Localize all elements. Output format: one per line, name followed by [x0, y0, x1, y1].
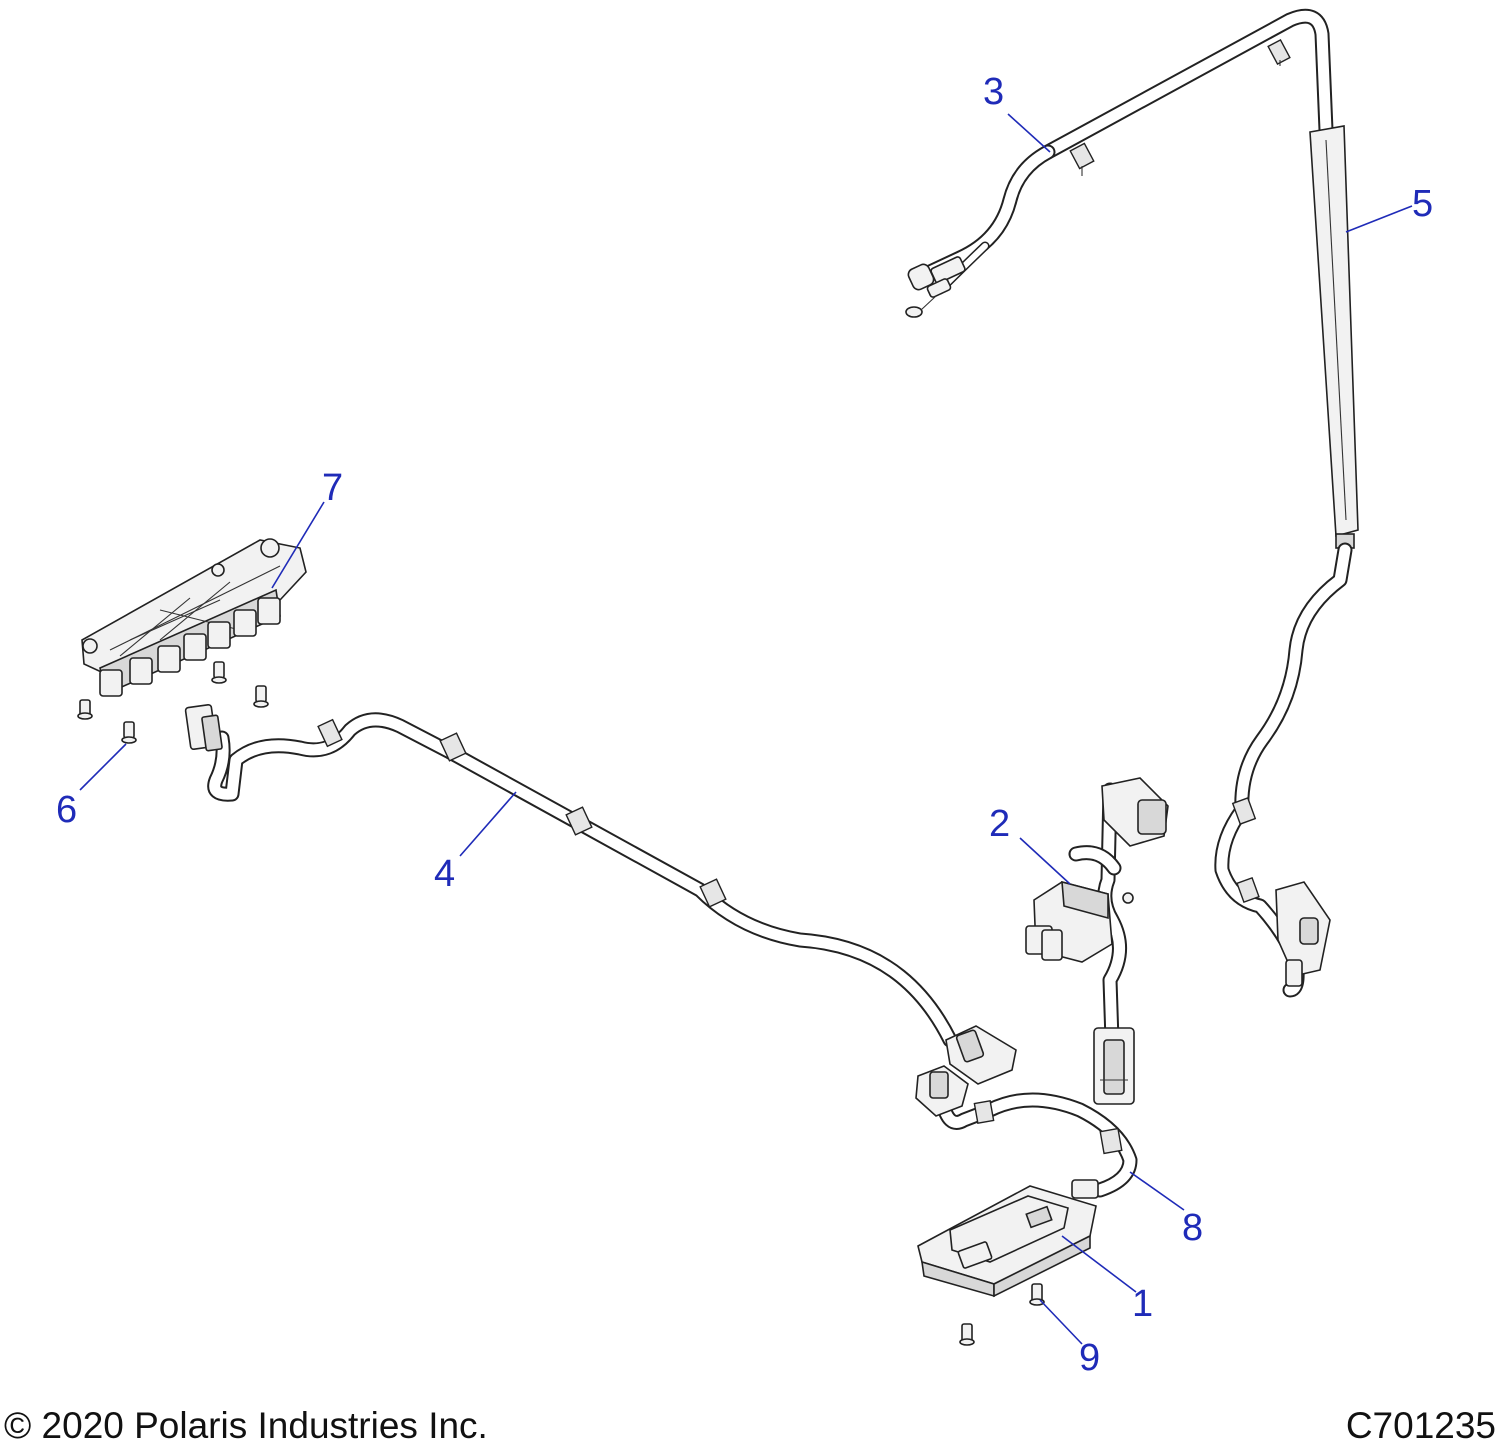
harness-part-4: [184, 703, 1017, 1085]
harness-part-2: [1025, 777, 1169, 1105]
leader-5: [1345, 205, 1413, 233]
harness-part-3-5: [905, 8, 1359, 998]
callout-3: 3: [983, 71, 1004, 113]
callout-9: 9: [1079, 1337, 1100, 1379]
leader-lines: [79, 113, 1413, 1345]
callout-4: 4: [434, 853, 455, 895]
callout-8: 8: [1182, 1207, 1203, 1249]
screws-part-9: [959, 1283, 1045, 1346]
leader-8: [1129, 1171, 1185, 1211]
leader-7: [271, 501, 325, 589]
harness-part-8: [915, 1065, 1138, 1199]
callout-7: 7: [322, 467, 343, 509]
callout-2: 2: [989, 803, 1010, 845]
screws-part-6: [77, 661, 269, 744]
module-part-1: [917, 1185, 1097, 1298]
bracket-part-7: [81, 538, 307, 697]
callout-6: 6: [56, 789, 77, 831]
leader-9: [1039, 1299, 1083, 1345]
leader-2: [1019, 837, 1071, 885]
diagram-code: C701235: [1346, 1405, 1496, 1446]
leader-3: [1007, 113, 1051, 153]
callout-1: 1: [1132, 1283, 1153, 1325]
leader-4: [459, 791, 517, 857]
leader-1: [1061, 1235, 1137, 1293]
leader-6: [79, 743, 127, 791]
copyright-text: © 2020 Polaris Industries Inc.: [4, 1405, 488, 1446]
callout-labels: 3 5 7 6 4 2 8 1 9: [56, 71, 1433, 1379]
callout-5: 5: [1412, 183, 1433, 225]
